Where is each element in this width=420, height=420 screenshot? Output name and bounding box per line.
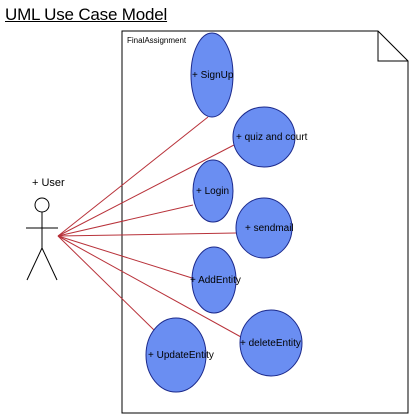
association-login — [57, 204, 194, 237]
actor-left-leg — [26, 247, 43, 281]
use-case-login[interactable]: + Login — [192, 159, 234, 223]
use-case-quiz-and-court[interactable]: + quiz and court — [232, 106, 308, 168]
use-case-signup[interactable]: + SignUp — [190, 32, 234, 118]
actor-head — [34, 197, 50, 213]
association-sendmail — [57, 232, 237, 237]
use-case-label: + Login — [196, 186, 229, 197]
use-case-label: + quiz and court — [236, 132, 308, 143]
use-case-label: + deleteEntity — [240, 338, 301, 349]
actor-right-leg — [41, 247, 58, 281]
use-cases: + SignUp + quiz and court + Login + sendmai… — [145, 32, 308, 393]
use-case-addentity[interactable]: + AddEntity — [190, 246, 241, 314]
use-case-sendmail[interactable]: + sendmail — [235, 197, 294, 259]
association-quiz-and-court — [57, 144, 235, 237]
system-boundary-fold — [377, 31, 408, 62]
association-deleteentity — [57, 235, 242, 338]
use-case-updateentity[interactable]: + UpdateEntity — [145, 317, 214, 393]
use-case-label: + SignUp — [192, 70, 234, 81]
use-case-ellipse — [232, 106, 296, 168]
use-case-label: + sendmail — [245, 223, 294, 234]
use-case-deleteentity[interactable]: + deleteEntity — [239, 309, 303, 377]
use-case-ellipse — [145, 317, 207, 393]
use-case-label: + AddEntity — [190, 275, 241, 286]
actor-user[interactable]: + User — [26, 177, 65, 281]
use-case-label: + UpdateEntity — [148, 350, 214, 361]
use-case-ellipse — [191, 246, 237, 314]
use-case-ellipse — [239, 309, 303, 377]
association-signup — [57, 116, 209, 237]
association-addentity — [57, 235, 193, 279]
actor-label: + User — [32, 177, 65, 189]
association-updateentity — [57, 235, 155, 331]
use-case-ellipse — [190, 32, 234, 118]
associations — [57, 116, 242, 338]
use-case-ellipse — [192, 159, 234, 223]
use-case-ellipse — [235, 197, 293, 259]
diagram-title: UML Use Case Model — [5, 5, 168, 24]
system-boundary-name: FinalAssignment — [127, 36, 187, 45]
